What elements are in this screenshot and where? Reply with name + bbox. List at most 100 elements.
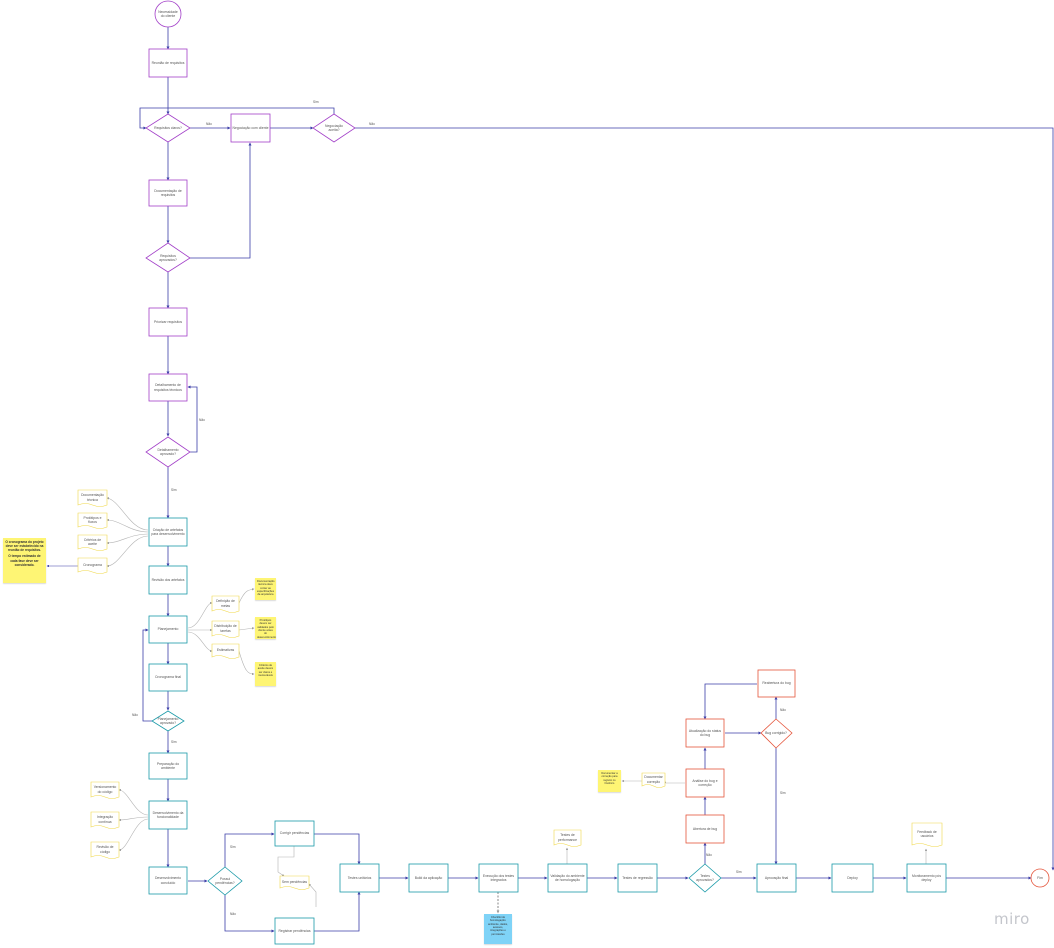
side-b3 [279,875,310,890]
node-r4-label: Atualização do status do bug [688,728,722,737]
side-n15b [553,829,582,847]
node-n6-label: Revisão dos artefatos [151,577,185,582]
side-s1 [77,489,108,507]
node-n1-label: Reunião de requisitos [151,60,185,65]
decision-d3 [145,242,191,273]
side-s11 [911,822,943,847]
edge-label-nao: Não [206,122,212,126]
end-node [1030,868,1050,888]
side-s7-label: Estimativas [216,648,235,653]
edge-d2-loop [139,107,335,130]
node-n13-label: Build da aplicação [414,875,443,880]
flow-edges [139,27,1054,933]
edge-b1-n12 [314,833,361,865]
node-n16-label: Testes de regressão [622,875,653,880]
sticky-note-cronograma-line1: O cronograma do projeto deve ser estabel… [5,540,44,553]
decision-d1 [145,113,191,143]
side-s4 [77,557,108,574]
edge-d5-n7 [142,628,152,722]
sticky-note-cronograma: O cronograma do projeto deve ser estabel… [3,538,46,583]
end-node-label: Fim [1037,875,1043,880]
side-s11-label: Feedback de usuários [917,829,937,838]
start-node [154,0,182,28]
node-n10-label: Desenvolvimento da funcionalidade [152,810,184,819]
sticky-note-cronograma-line2: O tempo estimado de cada fase deve ser c… [8,554,41,567]
side-s10-label: Revisão de código [96,845,114,854]
node-n6 [148,565,188,595]
decision-d4-label: Detalhamento aprovado? [157,447,179,456]
node-n5-label: Detalhamento de requisitos técnicos [154,383,182,392]
side-s6-label: Distribuição de tarefas [214,624,237,633]
node-b1-label: Corrigir pendências [279,831,310,836]
edge-label-nao: Não [780,708,786,712]
node-n16 [617,863,658,893]
decision-d7 [688,863,722,893]
edge-label-nao: Não [230,912,236,916]
sticky-note-crit: Critérios de aceite devem ser claros e m… [255,662,276,686]
node-r4 [685,718,725,748]
node-n7-label: Planejamento [157,627,179,632]
sticky-note-doc: Documentação técnica deve conter as espe… [255,578,276,600]
sticky-note-bug: Documentar a correção para registro no h… [598,770,621,792]
side-s9-label: Integração contínua [96,815,114,824]
node-n14-label: Execução dos testes integrados [482,873,515,882]
edge-label-sim: Sim [313,100,319,104]
edge-r5-r4 [703,683,757,720]
edge-d2-end [355,127,1054,871]
side-s9 [90,811,120,829]
side-s2 [77,512,108,529]
side-s8-label: Versionamento do código [93,785,117,794]
decision-d5-label: Planejamento aprovado? [157,716,179,725]
node-r1-label: Abertura de bug [692,826,718,831]
sticky-note-proto: Protótipos devem ser validados pelo clie… [255,617,276,639]
decision-d6 [207,866,243,896]
side-s10 [90,841,120,859]
annotation-edges [46,497,928,907]
node-n18 [831,863,874,893]
edge-label-sim: Sim [230,845,236,849]
node-b2 [274,917,315,945]
node-n19-label: Monitoramento pós deploy [911,873,942,882]
node-n19 [906,863,947,893]
edge-d6-b2 [224,895,275,933]
node-n9-label: Preparação do ambiente [156,761,180,770]
node-b1 [274,820,315,847]
side-s7 [211,643,240,659]
flow-shapes [77,0,1050,945]
edge-label-nao: Não [369,122,375,126]
node-r2 [685,768,725,798]
side-s3 [77,534,108,551]
decision-d8 [760,718,793,749]
decision-d2-label: Negociação aceita? [325,123,343,132]
edge-d3-n2 [190,142,252,259]
side-s2-label: Protótipos e fluxos [83,515,102,524]
node-n7 [148,615,188,644]
decision-d2 [312,113,356,143]
sticky-note-blue: Checklist de homologação: ambiente, dado… [484,914,512,944]
start-node-label: Necessidade do cliente [158,9,178,18]
side-r3-label: Documentar correção [644,775,663,784]
side-s6 [211,620,240,638]
node-n10 [148,800,188,830]
edge-b2-n12 [314,891,361,932]
node-n2-label: Negociação com cliente [232,125,269,130]
edge-label-sim: Sim [780,791,786,795]
edge-d6-b1 [224,832,275,867]
node-n4 [148,307,188,337]
node-n15-label: Validação do ambiente de homologação [550,873,585,882]
node-n2 [230,113,271,143]
edge-label-sim: Sim [171,740,177,744]
side-b3-label: Sem pendências [281,879,308,884]
node-n4-label: Priorizar requisitos [153,319,183,324]
node-r5 [757,669,796,698]
node-n18-label: Deploy [847,875,858,880]
node-n15 [547,863,588,893]
decision-d7-label: Testes aprovados? [696,873,714,882]
node-n1 [148,48,188,78]
decision-d1-label: Requisitos claros? [154,125,182,130]
node-n11 [148,866,188,895]
side-s3-label: Critérios de aceite [83,537,102,546]
edge-label-nao: Não [199,418,205,422]
decision-d8-label: Bug corrigido? [765,730,787,735]
side-s1-label: Documentação técnica [81,493,104,502]
